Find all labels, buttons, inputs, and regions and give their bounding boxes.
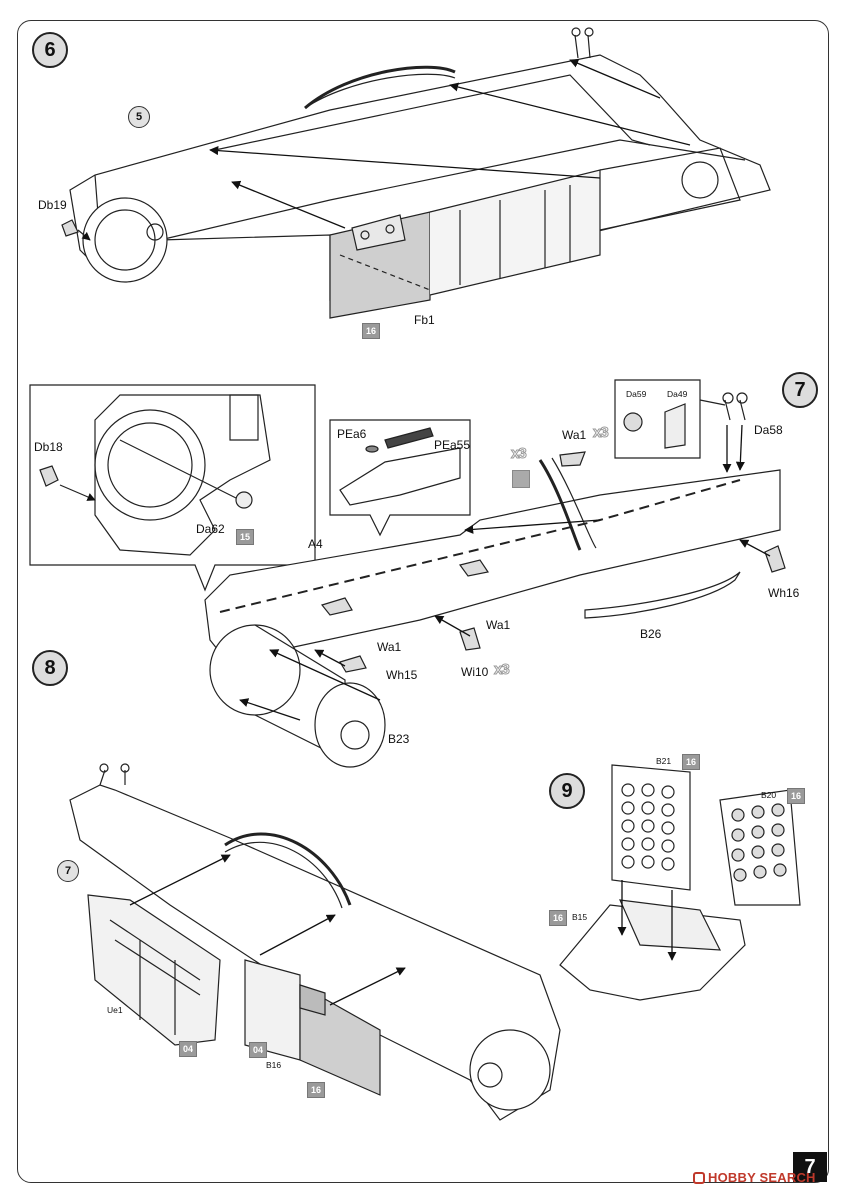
step8-hull (69, 763, 561, 1121)
part-label-wi10: Wi10 (461, 665, 489, 679)
part-label-da58: Da58 (754, 423, 783, 437)
part-label-db18: Db18 (34, 440, 63, 454)
step7-inset-box (29, 384, 316, 592)
part-label-pea6: PEa6 (337, 427, 367, 441)
step6-inner-panels (429, 147, 741, 296)
step7-hull (204, 451, 786, 768)
part-label-wa1-top: Wa1 (562, 428, 587, 442)
paint-code-b21: 16 (682, 754, 701, 770)
step9-assembly (559, 764, 801, 1001)
da-inset-box (614, 379, 748, 459)
step-9-badge: 9 (549, 773, 585, 809)
subassembly-7-ref: 7 (57, 860, 79, 882)
hobby-search-logo-icon (693, 1172, 705, 1184)
part-label-b16: B16 (266, 1060, 282, 1070)
part-label-b20: B20 (761, 790, 777, 800)
multiplier-wi10: x3 (494, 661, 511, 679)
part-label-da62: Da62 (196, 522, 225, 536)
part-label-wh15: Wh15 (386, 668, 418, 682)
page-number: 7 (793, 1152, 827, 1182)
fb1-plate (329, 211, 431, 319)
watermark-text: HOBBY SEARCH (708, 1170, 816, 1185)
step-6-badge: 6 (32, 32, 68, 68)
part-label-b23: B23 (388, 732, 410, 746)
part-label-wh16: Wh16 (768, 586, 800, 600)
part-label-pea55: PEa55 (434, 438, 471, 452)
part-label-ue1: Ue1 (107, 1005, 123, 1015)
step6-hull-side (69, 27, 771, 301)
multiplier-wa1: x3 (593, 424, 610, 442)
subassembly-5-ref: 5 (128, 106, 150, 128)
b20-holes (731, 803, 787, 882)
part-label-a4: A4 (308, 537, 323, 551)
paint-code-ue1: 04 (179, 1041, 198, 1057)
paint-code-da62: 15 (236, 529, 255, 545)
b21-holes (621, 783, 675, 871)
pe-inset-box (329, 419, 471, 537)
part-label-db19: Db19 (38, 198, 67, 212)
mirror-part-icon (512, 470, 530, 488)
part-label-b15: B15 (572, 912, 588, 922)
part-label-b21: B21 (656, 756, 672, 766)
part-label-da59: Da59 (626, 389, 647, 399)
step-7-badge: 7 (782, 372, 818, 408)
paint-code-b16-a: 04 (249, 1042, 268, 1058)
paint-code-b20: 16 (787, 788, 806, 804)
part-label-wa1-left: Wa1 (377, 640, 402, 654)
watermark: HOBBY SEARCH (693, 1170, 816, 1185)
b16-panel (244, 959, 381, 1096)
paint-code-fb1: 16 (362, 323, 381, 339)
part-label-b26: B26 (640, 627, 662, 641)
step-8-badge: 8 (32, 650, 68, 686)
part-label-fb1: Fb1 (414, 313, 435, 327)
multiplier-left: x3 (511, 445, 528, 463)
paint-code-b16-b: 16 (307, 1082, 326, 1098)
part-label-da49: Da49 (667, 389, 688, 399)
part-label-wa1-mid: Wa1 (486, 618, 511, 632)
ue1-panel (87, 894, 221, 1046)
paint-code-b15: 16 (549, 910, 568, 926)
